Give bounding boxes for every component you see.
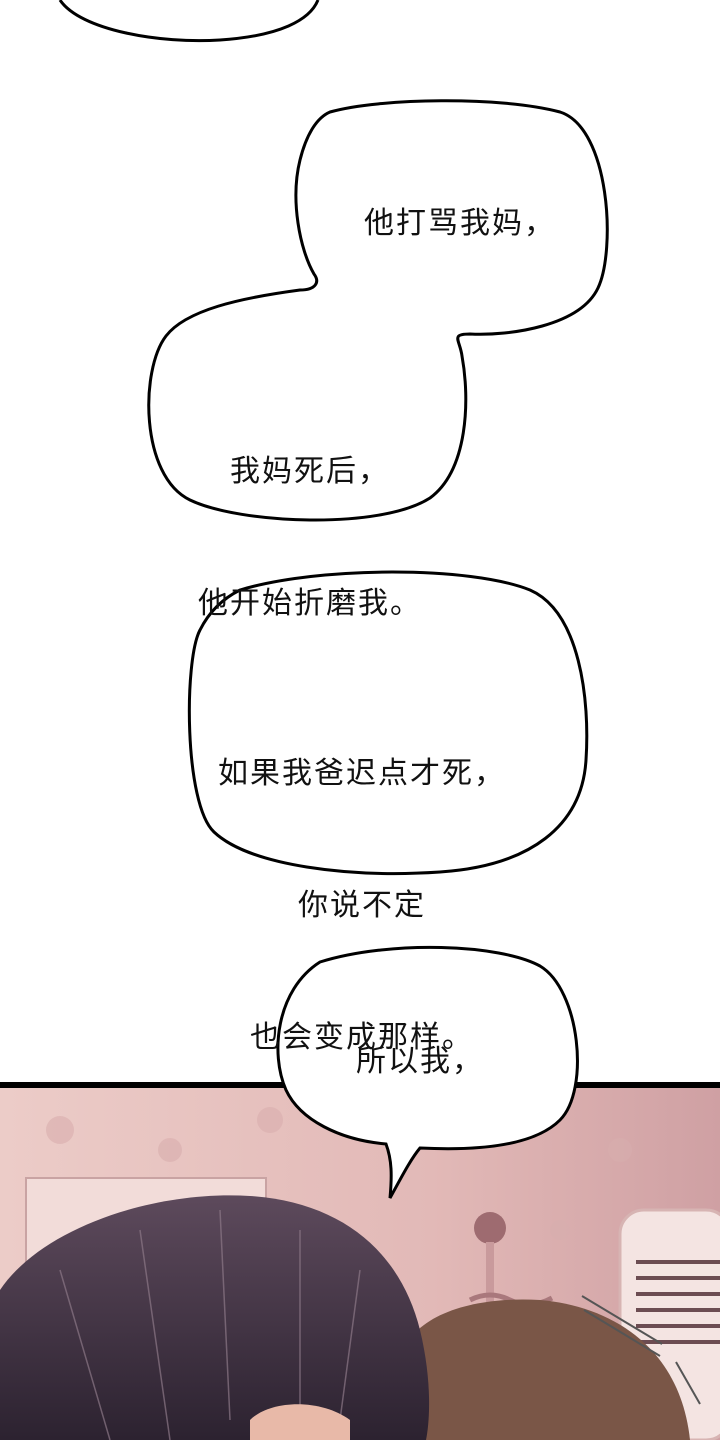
panel-artwork [0,1082,720,1440]
bubble-1-text: 他打骂我妈， [364,206,556,241]
bubble-2-line-1: 我妈死后， [230,454,390,489]
partial-speech-bubble [58,0,320,43]
bubble-3-line-3: 也会变成那样。 [250,1020,474,1055]
bubble-3-text: 如果我爸迟点才死， 你说不定 也会变成那样。 [218,664,506,1104]
bubble-3-line-2: 你说不定 [298,888,426,923]
bubble-4-text: 所以我， [356,1044,484,1079]
speech-bubble-4 [276,945,579,1199]
speech-bubble-3 [187,570,589,875]
bubble-3-line-1: 如果我爸迟点才死， [218,756,506,791]
bubble-2-text: 我妈死后， 他开始折磨我。 [198,362,422,670]
bubble-2-line-2: 他开始折磨我。 [198,586,422,621]
speech-bubble-1-2 [147,99,609,522]
